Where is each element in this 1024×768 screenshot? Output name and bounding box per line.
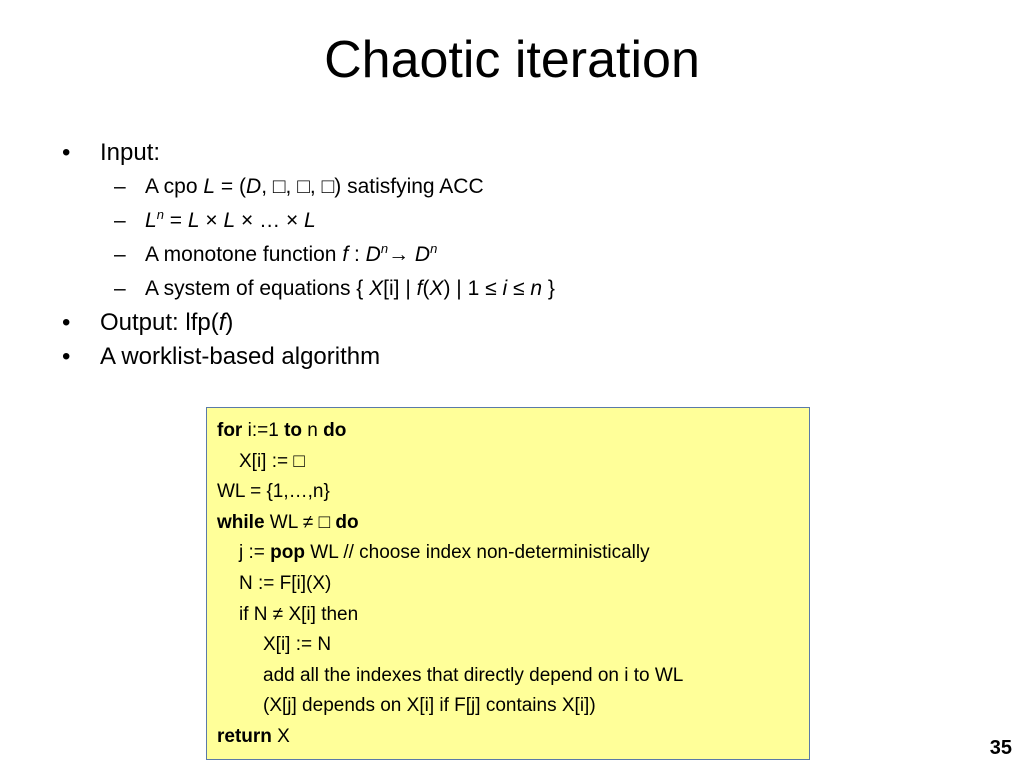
sub-bullet-monotone: – A monotone function f : Dn→ Dn [56,238,956,272]
bullet-input: • Input: [56,136,956,170]
code-line: if N ≠ X[i] then [239,603,359,625]
code-line: X[i] := □ [239,450,305,472]
bullet-input-label: Input: [100,139,161,166]
dash-icon: – [114,277,126,300]
code-line: (X[j] depends on X[i] if F[j] contains X… [263,695,596,717]
sub-bullet-cpo: – A cpo L = (D, □, □, □) satisfying ACC [56,170,956,204]
code-line: j := pop WL // choose index non-determin… [239,542,650,564]
bullet-worklist: • A worklist-based algorithm [56,340,956,374]
dash-icon: – [114,209,126,232]
code-line: return X [217,725,290,747]
slide-title: Chaotic iteration [324,31,700,89]
code-line: WL = {1,…,n} [217,481,330,503]
sub-bullet-equations: – A system of equations { X[i] | f(X) | … [56,272,956,306]
code-line: add all the indexes that directly depend… [263,664,684,686]
dash-icon: – [114,243,126,266]
bullet-dot-icon: • [62,309,71,336]
bullet-list: • Input: – A cpo L = (D, □, □, □) satisf… [56,136,956,374]
bullet-dot-icon: • [62,343,71,370]
page-number: 35 [989,737,1012,759]
code-line: X[i] := N [263,634,332,656]
bullet-output: • Output: lfp(f) [56,306,956,340]
dash-icon: – [114,175,126,198]
code-line: N := F[i](X) [239,572,332,594]
bullet-dot-icon: • [62,139,71,166]
sub-bullet-ln: – Ln = L × L × … × L [56,204,956,238]
code-line: for i:=1 to n do [217,420,347,441]
code-line: while WL ≠ □ do [217,511,359,533]
algorithm-code-box: for i:=1 to n do X[i] := □ WL = {1,…,n} … [206,407,810,760]
